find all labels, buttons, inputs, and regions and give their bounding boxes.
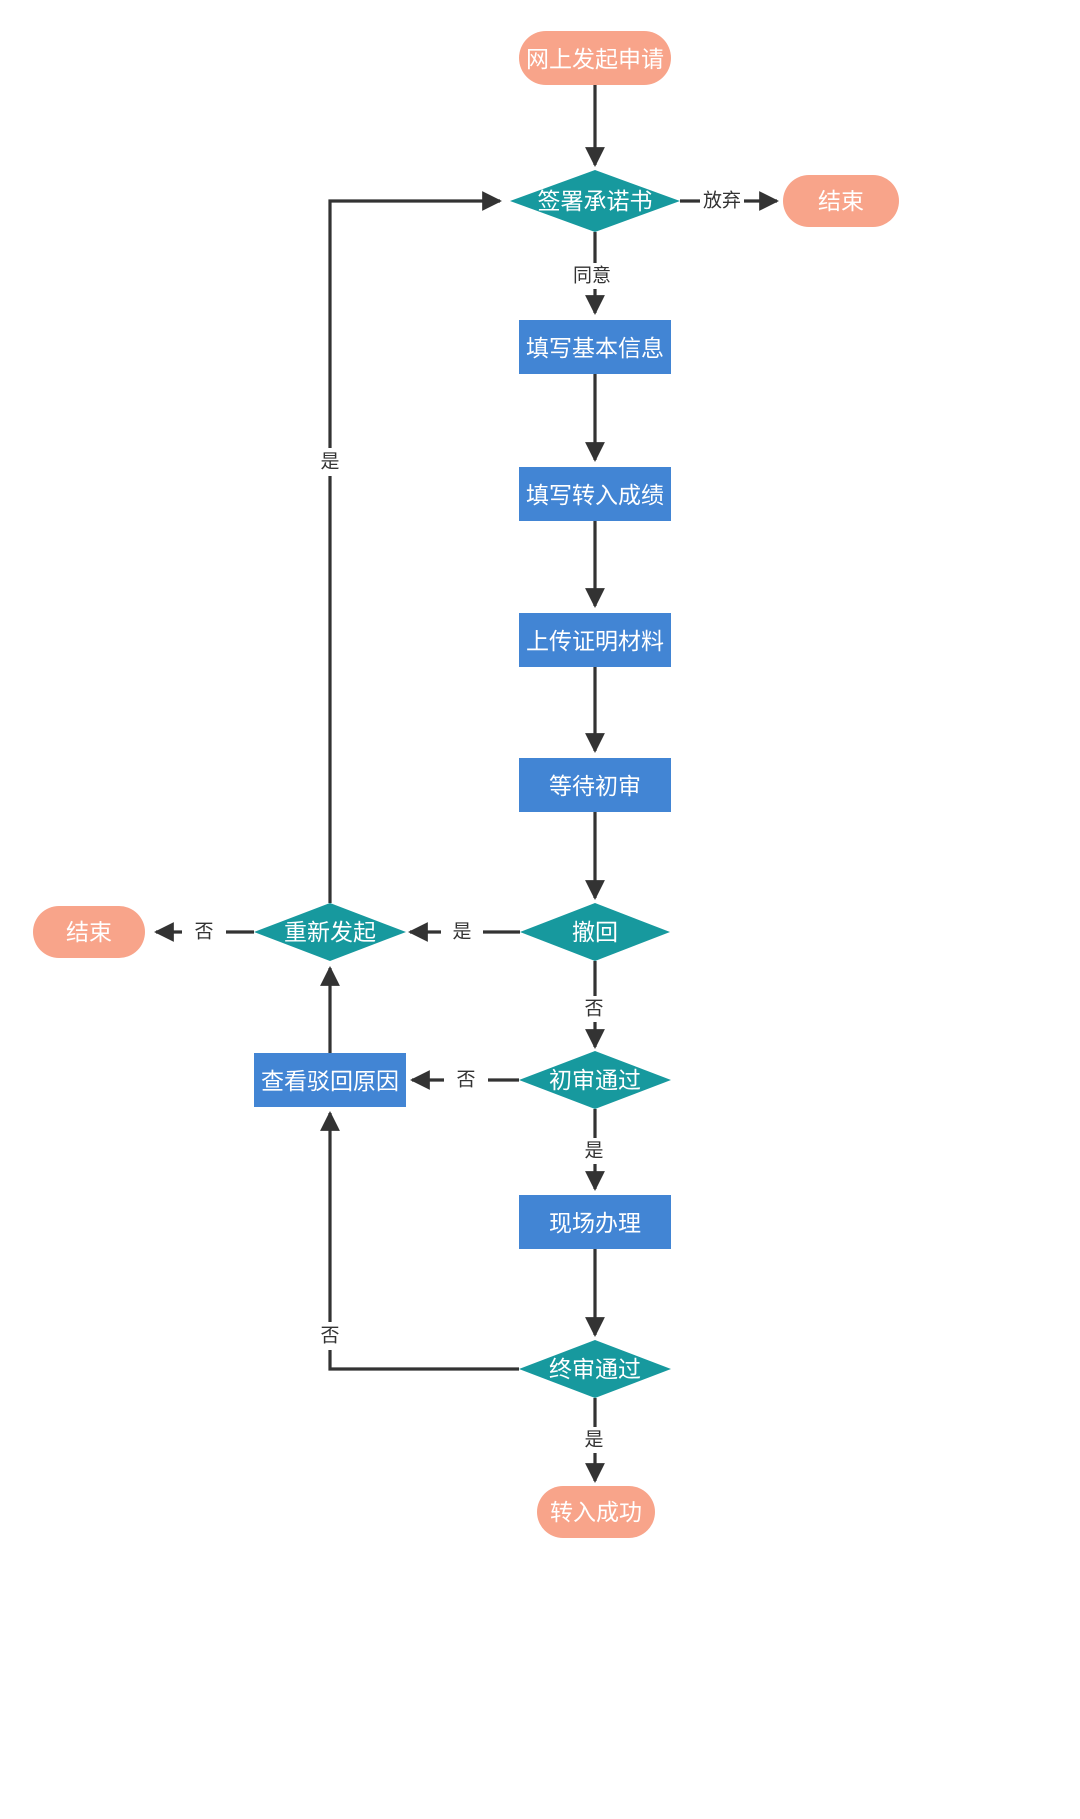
node-withdraw-label: 撤回 [572,919,618,945]
edge-label-bg-no3 [444,1067,488,1093]
node-fill-transfer-score-shape[interactable] [519,467,671,521]
node-onsite-processing-shape[interactable] [519,1195,671,1249]
node-end-rejected-label: 结束 [66,919,112,945]
node-view-rejection-reason-label: 查看驳回原因 [261,1068,399,1094]
edge-label-bg-no1 [572,996,616,1022]
edges-layer: 放弃 同意 是 否 否 [154,85,779,1483]
node-end-rejected-shape[interactable] [33,906,145,958]
node-fill-basic-info[interactable]: 填写基本信息 [519,320,671,374]
node-final-review-passed-label: 终审通过 [549,1356,641,1382]
node-final-review-passed-shape[interactable] [519,1340,671,1398]
edge-label-bg-yes2 [308,448,352,476]
node-wait-first-review-label: 等待初审 [549,773,641,799]
edge-label-finalpass-no: 否 [320,1326,339,1347]
node-transfer-success[interactable]: 转入成功 [537,1486,655,1538]
edge-label-finalpass-yes: 是 [584,1430,603,1451]
node-sign-commitment-label: 签署承诺书 [538,188,653,214]
node-wait-first-review[interactable]: 等待初审 [519,758,671,812]
node-sign-commitment[interactable]: 签署承诺书 [510,170,680,232]
node-upload-documents-label: 上传证明材料 [526,628,664,654]
edge-label-firstpass-yes: 是 [584,1141,603,1162]
node-restart-label: 重新发起 [284,919,376,945]
edge-label-bg-agree1 [568,263,618,289]
node-restart[interactable]: 重新发起 [254,903,406,961]
node-start-label: 网上发起申请 [526,46,664,72]
node-start[interactable]: 网上发起申请 [519,31,671,85]
node-onsite-processing[interactable]: 现场办理 [519,1195,671,1249]
node-wait-first-review-shape[interactable] [519,758,671,812]
node-end-abandon-label: 结束 [818,188,864,214]
edge-label-bg-no2 [182,919,226,945]
node-withdraw-shape[interactable] [520,903,670,961]
node-view-rejection-reason-shape[interactable] [254,1053,406,1107]
node-onsite-processing-label: 现场办理 [549,1210,641,1236]
node-fill-transfer-score[interactable]: 填写转入成绩 [519,467,671,521]
node-transfer-success-shape[interactable] [537,1486,655,1538]
node-fill-basic-info-shape[interactable] [519,320,671,374]
node-start-shape[interactable] [519,31,671,85]
node-first-review-passed-shape[interactable] [519,1051,671,1109]
node-fill-transfer-score-label: 填写转入成绩 [526,482,664,508]
node-first-review-passed[interactable]: 初审通过 [519,1051,671,1109]
node-fill-basic-info-label: 填写基本信息 [526,335,664,361]
edge-label-restart-no: 否 [194,922,213,943]
edge-label-bg-yes1 [441,919,483,945]
node-transfer-success-label: 转入成功 [550,1499,642,1525]
node-first-review-passed-label: 初审通过 [549,1067,641,1093]
node-withdraw[interactable]: 撤回 [520,903,670,961]
edge-label-bg-yes3 [572,1138,616,1164]
edge-label-bg-yes4 [572,1427,616,1453]
edge-label-withdraw-yes: 是 [452,922,471,943]
node-sign-commitment-shape[interactable] [510,170,680,232]
node-upload-documents[interactable]: 上传证明材料 [519,613,671,667]
edge-label-restart-yes: 是 [320,452,339,473]
edge-label-agree: 同意 [573,265,611,287]
node-final-review-passed[interactable]: 终审通过 [519,1340,671,1398]
edge-label-bg-no4 [308,1322,352,1350]
node-restart-shape[interactable] [254,903,406,961]
edge-label-bg-abandon [700,188,744,214]
node-view-rejection-reason[interactable]: 查看驳回原因 [254,1053,406,1107]
node-end-rejected[interactable]: 结束 [33,906,145,958]
edge-restart-sign [328,191,502,903]
node-upload-documents-shape[interactable] [519,613,671,667]
edge-label-abandon: 放弃 [703,190,741,212]
node-end-abandon[interactable]: 结束 [783,175,899,227]
edge-finalpass-reject [320,1111,519,1371]
nodes-layer: 网上发起申请 签署承诺书 结束 填写基本信息 填写转入成绩 [33,31,899,1538]
node-end-abandon-shape[interactable] [783,175,899,227]
edge-label-withdraw-no: 否 [584,999,603,1020]
edge-label-firstpass-no: 否 [456,1070,475,1091]
